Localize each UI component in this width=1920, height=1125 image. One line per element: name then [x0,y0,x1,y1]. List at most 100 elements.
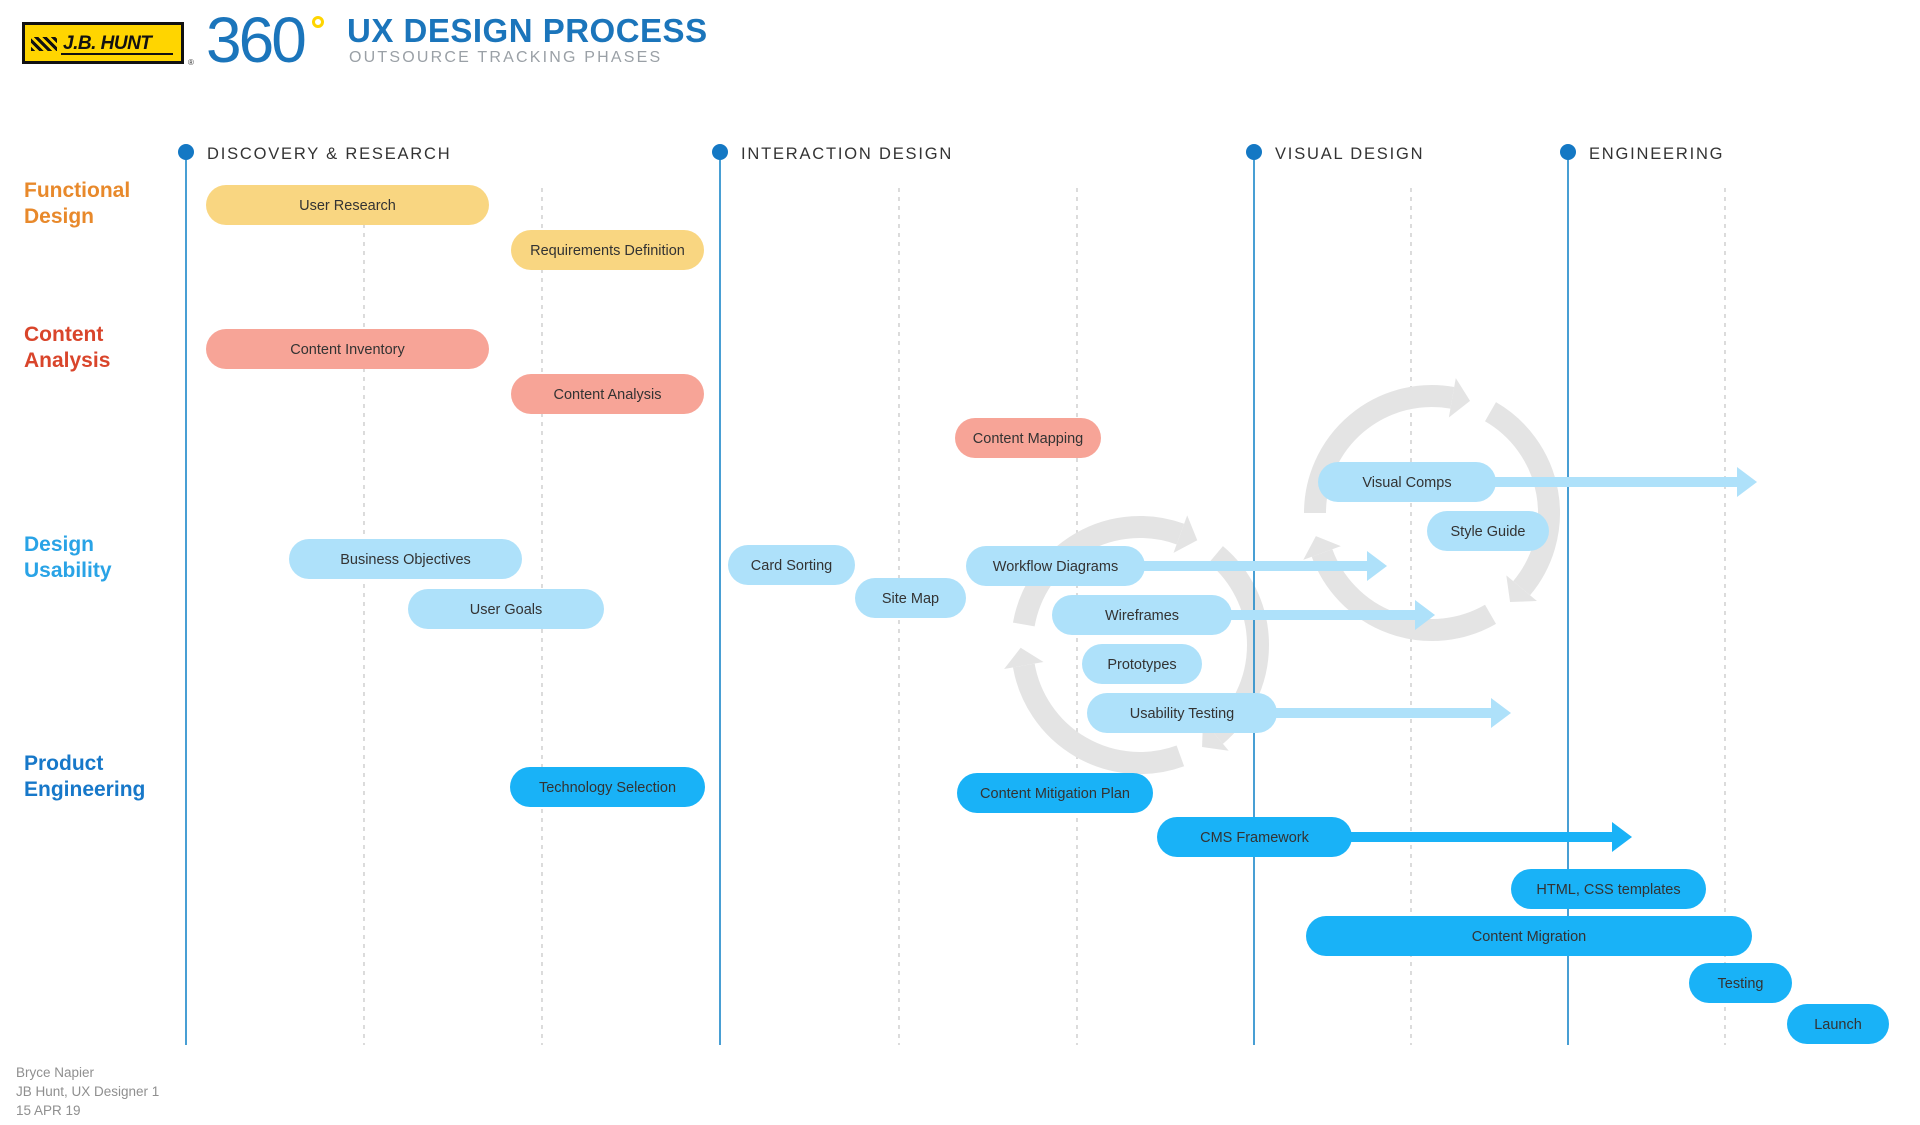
task-label: Visual Comps [1362,475,1451,491]
task-arrow-shaft [1486,477,1741,487]
task-label: Testing [1718,976,1764,992]
registered-mark: ® [188,58,194,67]
task-label: Content Mitigation Plan [980,786,1130,802]
task-pill [206,329,489,369]
phase-label: INTERACTION DESIGN [741,145,953,163]
task-content-inventory: Content Inventory [206,329,489,369]
task-label: Launch [1814,1017,1862,1033]
task-label: CMS Framework [1200,830,1310,846]
task-label: Style Guide [1451,524,1526,540]
task-pill [955,418,1101,458]
phase-marker [178,144,194,160]
phase-label: DISCOVERY & RESEARCH [207,145,451,163]
cycle-arc [1012,663,1185,774]
task-usability-testing: Usability Testing [1087,693,1511,733]
task-card-sorting: Card Sorting [728,545,855,585]
task-visual-comps: Visual Comps [1318,462,1757,502]
task-pill [1087,693,1277,733]
author-footer: Bryce Napier JB Hunt, UX Designer 1 15 A… [16,1063,159,1120]
task-arrow-shaft [1135,561,1371,571]
task-pill [1318,462,1496,502]
author-role: JB Hunt, UX Designer 1 [16,1084,160,1099]
task-wireframes: Wireframes [1052,595,1435,635]
task-arrow-head [1415,600,1435,630]
task-pill [855,578,966,618]
task-label: Wireframes [1105,608,1179,624]
task-arrow-head [1737,467,1757,497]
phase-marker [1246,144,1262,160]
task-pill [1427,511,1549,551]
page-subtitle: OUTSOURCE TRACKING PHASES [349,49,663,66]
brand-degree-icon [312,16,324,28]
task-user-research: User Research [206,185,489,225]
task-pill [511,374,704,414]
phase-marker [712,144,728,160]
phase-label: VISUAL DESIGN [1275,145,1424,163]
lane-label: Engineering [24,778,145,801]
task-arrow-shaft [1342,832,1616,842]
task-label: Prototypes [1107,657,1176,673]
task-content-migration: Content Migration [1306,916,1752,956]
lane-label: Analysis [24,349,110,372]
lane-label: Design [24,205,94,228]
task-label: User Goals [470,602,543,618]
task-business-objectives: Business Objectives [289,539,522,579]
task-label: Business Objectives [340,552,471,568]
cycle-ring-icon [1303,378,1560,641]
task-pill [1689,963,1792,1003]
task-arrow-head [1612,822,1632,852]
task-pill [289,539,522,579]
task-label: Usability Testing [1130,706,1235,722]
task-label: Workflow Diagrams [993,559,1118,575]
logo-underline [61,53,173,55]
lane-label: Functional [24,179,130,202]
task-content-mitigation-plan: Content Mitigation Plan [957,773,1153,813]
task-workflow-diagrams: Workflow Diagrams [966,546,1387,586]
task-content-mapping: Content Mapping [955,418,1101,458]
task-site-map: Site Map [855,578,966,618]
task-label: Content Migration [1472,929,1586,945]
task-cms-framework: CMS Framework [1157,817,1632,857]
lane-label: Product [24,752,103,775]
cycle-arrowhead [1173,515,1198,553]
cycle-arrowhead [1004,647,1044,669]
task-label: Content Inventory [290,342,405,358]
task-pill [728,545,855,585]
task-label: Content Mapping [973,431,1083,447]
logo-stripes-icon [31,37,57,51]
task-pill [206,185,489,225]
lane-label: Content [24,323,103,346]
phase-label: ENGINEERING [1589,145,1724,163]
cycle-arc [1484,402,1560,596]
task-pill [408,589,604,629]
task-pill [1787,1004,1889,1044]
task-label: Card Sorting [751,558,832,574]
task-label: Requirements Definition [530,243,685,259]
author-date: 15 APR 19 [16,1103,81,1118]
task-pill [957,773,1153,813]
task-label: Content Analysis [553,387,661,403]
task-testing: Testing [1689,963,1792,1003]
cycle-arc [1012,516,1185,627]
cycle-arc [1311,549,1496,641]
task-arrow-head [1367,551,1387,581]
task-pill [1306,916,1752,956]
author-name: Bryce Napier [16,1065,95,1080]
brand-360: 360 [206,4,307,76]
task-arrow-shaft [1267,708,1495,718]
task-requirements-definition: Requirements Definition [511,230,704,270]
page-title: UX DESIGN PROCESS [347,12,708,49]
cycle-arrowhead [1303,536,1341,560]
task-technology-selection: Technology Selection [510,767,705,807]
task-pill [1082,644,1202,684]
logo-text: J.B. HUNT [63,33,152,54]
task-label: Technology Selection [539,780,676,796]
task-label: User Research [299,198,396,214]
task-arrow-shaft [1222,610,1419,620]
task-pill [1511,869,1706,909]
task-pill [1052,595,1232,635]
cycle-arrowhead [1506,575,1537,602]
task-prototypes: Prototypes [1082,644,1202,684]
task-pill [966,546,1145,586]
